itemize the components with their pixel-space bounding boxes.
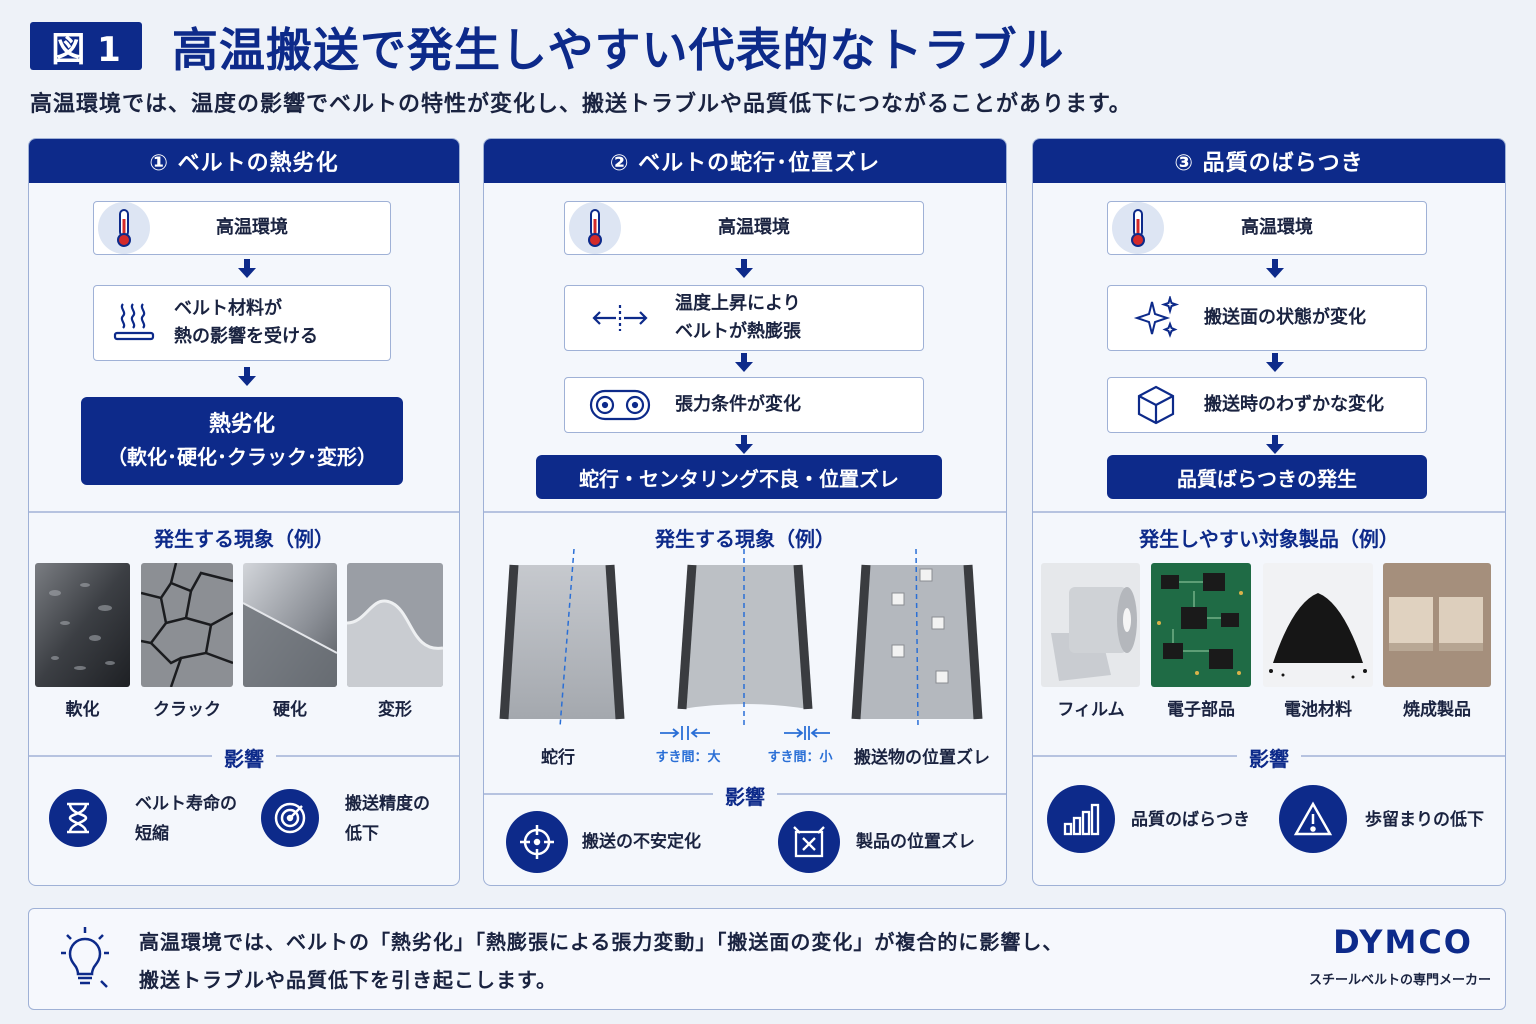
divider (1033, 511, 1505, 513)
impact-text: 搬送の不安定化 (582, 832, 701, 852)
phenomena-title: 発生する現象（例） (154, 527, 334, 551)
product-label: 焼成製品 (1403, 700, 1471, 720)
brand-tagline: スチールベルトの専門メーカー (1308, 973, 1491, 988)
flow-step-heat-effect: ベルト材料が 熱の影響を受ける (93, 285, 391, 361)
summary-box: 高温環境では、ベルトの「熱劣化」「熱膨張による張力変動」「搬送面の変化」が複合的… (28, 908, 1506, 1010)
flow-step-high-temp: 高温環境 (1107, 201, 1427, 255)
phenomenon-label: 変形 (378, 700, 412, 720)
flow-step-expansion: 温度上昇により ベルトが熱膨張 (564, 285, 924, 351)
electronic-components-image (1151, 563, 1251, 687)
impact-text: 歩留まりの低下 (1365, 810, 1484, 830)
box-misaligned-icon (778, 811, 840, 873)
flow-step-slight-change: 搬送時のわずかな変化 (1107, 377, 1427, 433)
product-label: 電池材料 (1284, 700, 1352, 720)
divider (29, 511, 459, 513)
result-line2: （軟化･硬化･クラック･変形） (107, 445, 377, 469)
result-box: 蛇行・センタリング不良・位置ズレ (536, 455, 942, 499)
panel-title: ② ベルトの蛇行･位置ズレ (484, 139, 1006, 183)
summary-line1: 高温環境では、ベルトの「熱劣化」「熱膨張による張力変動」「搬送面の変化」が複合的… (139, 930, 1064, 954)
gap-belt-image (672, 549, 832, 731)
flow-step-high-temp: 高温環境 (93, 201, 391, 255)
heat-waves-icon (94, 300, 174, 346)
impact-text: ベルト寿命の 短縮 (135, 794, 237, 844)
gap-small-arrows (784, 725, 830, 740)
fired-products-image (1383, 563, 1491, 687)
meandering-belt-image (494, 548, 630, 731)
panel-title: ③ 品質のばらつき (1033, 139, 1505, 183)
impact-text: 搬送精度の 低下 (345, 794, 430, 844)
lightbulb-icon (57, 925, 113, 993)
impact-text: 品質のばらつき (1131, 810, 1250, 830)
target-icon (261, 789, 319, 847)
gap-label-large: すき間：大 (655, 750, 721, 765)
flow-step-surface-change: 搬送面の状態が変化 (1107, 285, 1427, 351)
flow-step-tension: 張力条件が変化 (564, 377, 924, 433)
phenomenon-label: 搬送物の位置ズレ (854, 748, 990, 768)
flow-step-text: 高温環境 (216, 217, 288, 238)
thermometer-icon (1108, 201, 1168, 255)
expand-arrows-icon (565, 303, 675, 333)
figure-label: 図 1 (30, 22, 142, 70)
gap-large-arrows (660, 725, 710, 740)
softening-image (35, 563, 130, 687)
products-title: 発生しやすい対象製品（例） (1139, 527, 1399, 551)
shifted-items-belt-image (848, 548, 994, 731)
panel-thermal-degradation: ① ベルトの熱劣化 高温環境 ベルト材料が 熱の影響を受ける 熱劣化 （軟化･硬… (28, 138, 460, 886)
product-label: 電子部品 (1167, 700, 1235, 720)
summary-line2: 搬送トラブルや品質低下を引き起こします。 (139, 968, 557, 992)
impact-text: 製品の位置ズレ (856, 832, 975, 852)
result-box: 品質ばらつきの発生 (1107, 455, 1427, 499)
phenomenon-label: クラック (153, 700, 221, 720)
result-line1: 熱劣化 (208, 412, 275, 437)
phenomenon-label: 硬化 (273, 700, 307, 720)
result-box: 熱劣化 （軟化･硬化･クラック･変形） (81, 397, 403, 485)
thermometer-icon (565, 201, 625, 255)
impact-title: 影響 (1033, 743, 1505, 772)
flow-step-line2: 熱の影響を受ける (174, 326, 318, 347)
page-subtitle: 高温環境では、温度の影響でベルトの特性が変化し、搬送トラブルや品質低下につながる… (30, 92, 1132, 117)
flow-step-text: 張力条件が変化 (675, 394, 801, 415)
phenomena-title: 発生する現象（例） (655, 527, 835, 551)
crosshair-icon (506, 811, 568, 873)
impact-title: 影響 (484, 781, 1006, 810)
belt-rollers-icon (565, 388, 675, 422)
flow-step-line2: ベルトが熱膨張 (675, 321, 801, 342)
flow-step-text: 搬送時のわずかな変化 (1204, 394, 1384, 415)
panel-quality-variation: ③ 品質のばらつき 高温環境 搬送面の状態が変化 搬送時のわずかな変化 品質ばら… (1032, 138, 1506, 886)
sparkle-icon (1108, 296, 1204, 340)
flow-step-line1: ベルト材料が (174, 298, 282, 319)
divider (484, 511, 1006, 513)
flow-step-text: 高温環境 (1241, 217, 1313, 238)
warning-icon (1279, 785, 1347, 853)
phenomenon-label: 軟化 (65, 700, 100, 720)
brand-logo: DYMCO (1333, 923, 1473, 961)
flow-step-line1: 温度上昇により (675, 293, 801, 314)
phenomenon-label: 蛇行 (541, 748, 575, 768)
product-label: フィルム (1057, 700, 1125, 720)
hardening-image (243, 563, 337, 687)
impact-title: 影響 (29, 743, 459, 772)
thermometer-icon (94, 201, 154, 255)
page-title: 高温搬送で発生しやすい代表的なトラブル (172, 23, 1065, 77)
hourglass-icon (49, 789, 107, 847)
crack-image (141, 563, 233, 687)
film-image (1041, 563, 1140, 687)
bar-chart-icon (1047, 785, 1115, 853)
gap-label-small: すき間：小 (767, 750, 833, 765)
panel-title: ① ベルトの熱劣化 (29, 139, 459, 183)
panel-belt-misalignment: ② ベルトの蛇行･位置ズレ 高温環境 温度上昇により ベルトが熱膨張 張力条件が… (483, 138, 1007, 886)
flow-step-high-temp: 高温環境 (564, 201, 924, 255)
flow-step-text: 搬送面の状態が変化 (1204, 307, 1366, 328)
cube-icon (1108, 384, 1204, 426)
battery-material-image (1263, 563, 1373, 687)
deformation-image (347, 563, 443, 687)
result-line1: 蛇行・センタリング不良・位置ズレ (579, 466, 899, 491)
result-line1: 品質ばらつきの発生 (1177, 466, 1357, 491)
flow-step-text: 高温環境 (718, 217, 790, 238)
